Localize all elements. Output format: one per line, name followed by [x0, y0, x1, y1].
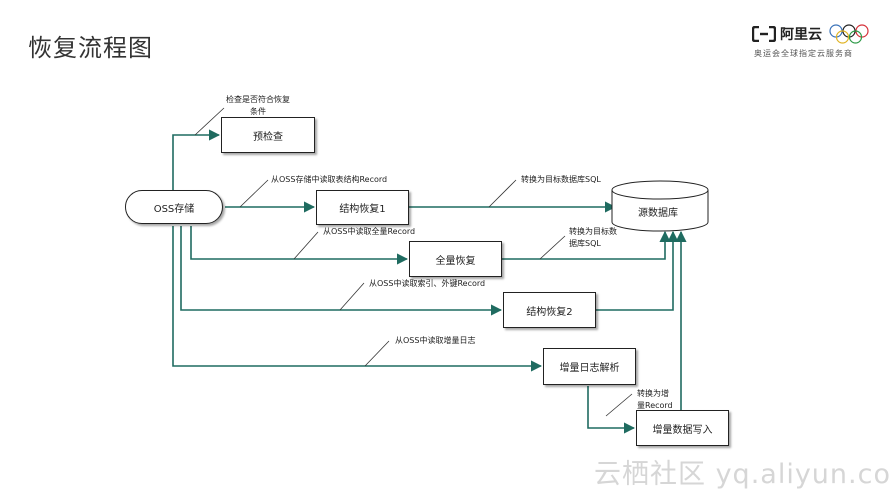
note-to-sql-1: 转换为目标数据库SQL [521, 175, 601, 184]
node-incremental-write-label: 增量数据写入 [652, 424, 713, 436]
arrow-full-to-db [502, 230, 671, 260]
note-inc-convert-line1: 转换为增 [637, 389, 669, 398]
arrow-oss-to-full [190, 226, 409, 265]
note-to-sql-2-line2: 据库SQL [569, 239, 601, 248]
node-precheck: 预检查 [221, 117, 315, 153]
note-read-schema: 从OSS存储中读取表结构Record [271, 175, 388, 184]
node-schema-restore-1-label: 结构恢复1 [339, 204, 386, 215]
logo-subtitle: 奥运会全球指定云服务商 [754, 49, 853, 58]
node-oss-storage: OSS存储 [125, 190, 223, 224]
note-inc-convert: 转换为增 量Record [637, 388, 673, 412]
node-oss-storage-label: OSS存储 [153, 203, 195, 215]
note-precheck-line1: 检查是否符合恢复 [226, 95, 290, 104]
page-title: 恢复流程图 [28, 34, 153, 62]
note-read-full: 从OSS中读取全量Record [323, 227, 416, 236]
olympic-rings-icon [829, 24, 869, 44]
node-full-restore: 全量恢复 [409, 241, 502, 277]
node-schema-restore-1: 结构恢复1 [316, 190, 409, 225]
arrow-oss-to-precheck [172, 129, 221, 190]
node-source-database-label: 源数据库 [638, 208, 678, 219]
note-inc-convert-line2: 量Record [637, 401, 673, 410]
arrow-incparse-to-incwrite [587, 386, 636, 434]
logo-name: 阿里云 [780, 27, 822, 43]
aliyun-mark-icon [752, 26, 776, 42]
node-schema-restore-2-label: 结构恢复2 [526, 306, 573, 318]
arrow-schema2-to-db [596, 230, 679, 311]
note-to-sql-2-line1: 转换为目标数 [569, 227, 617, 236]
note-read-incremental: 从OSS中读取增量日志 [395, 336, 476, 345]
note-precheck: 检查是否符合恢复 条件 [226, 94, 290, 118]
node-incremental-write: 增量数据写入 [636, 410, 729, 446]
database-cylinder-icon [611, 180, 709, 232]
node-incremental-parse: 增量日志解析 [543, 348, 636, 385]
node-precheck-label: 预检查 [253, 131, 283, 143]
note-to-sql-2: 转换为目标数 据库SQL [569, 226, 617, 250]
aliyun-logo: 阿里云 奥运会全球指定云服务商 [752, 24, 872, 66]
node-schema-restore-2: 结构恢复2 [503, 292, 596, 328]
note-precheck-line2: 条件 [250, 107, 266, 116]
note-read-index: 从OSS中读取索引、外键Record [369, 279, 486, 288]
node-full-restore-label: 全量恢复 [435, 255, 476, 267]
node-incremental-parse-label: 增量日志解析 [559, 363, 620, 374]
arrow-oss-to-incparse [172, 226, 543, 372]
arrow-oss-to-schema2 [180, 226, 503, 316]
watermark: 云栖社区 yq.aliyun.com [594, 459, 890, 490]
